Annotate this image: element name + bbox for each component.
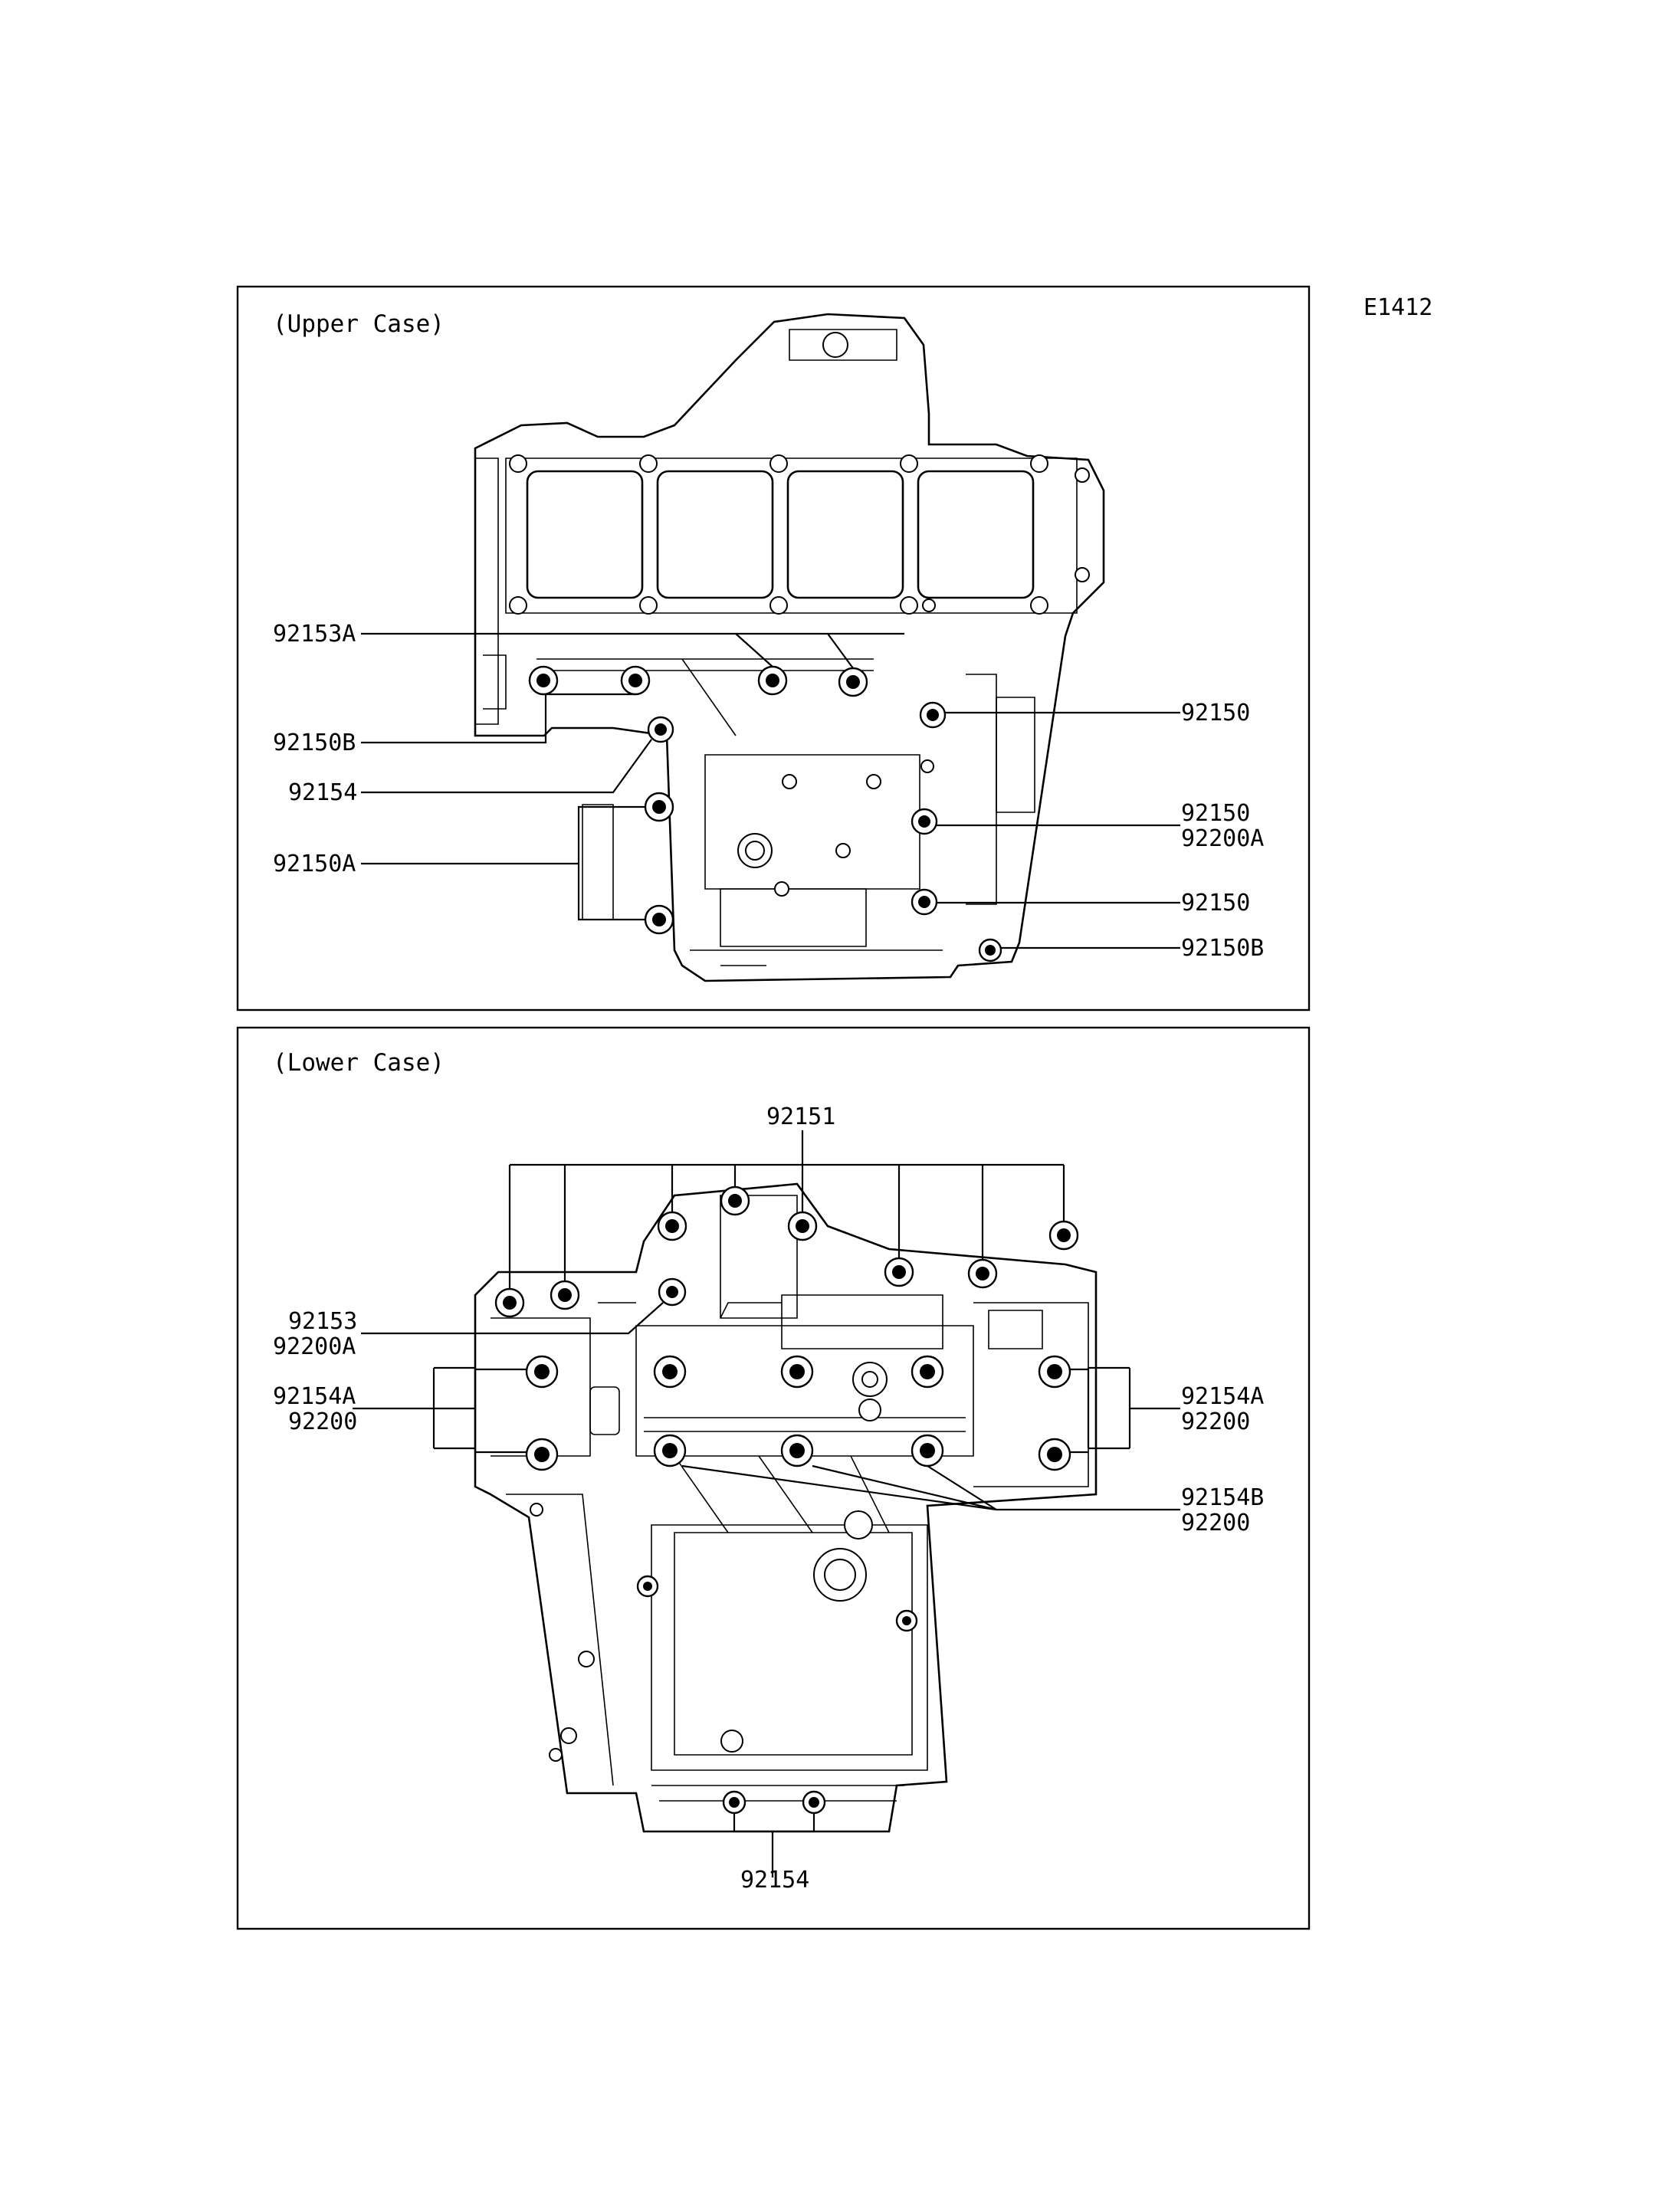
- bolt-92150B-c: [978, 938, 1002, 962]
- bolt-92154B-4: [653, 1434, 687, 1467]
- bolt-92150-c: [911, 888, 938, 916]
- bolt-92154A-l2: [525, 1438, 559, 1471]
- bolt-92154: [647, 716, 674, 743]
- label-92150B-right: 92150B: [1181, 935, 1264, 962]
- bolt-92151-1: [494, 1287, 525, 1318]
- upper-case-panel: (Upper Case): [236, 285, 1311, 1012]
- bolt-92154-a: [722, 1790, 746, 1815]
- bolt-92154-mid: [636, 1575, 659, 1598]
- lower-case-bolts: [494, 1185, 1079, 1815]
- bolt-92154B-2: [780, 1355, 814, 1389]
- label-92150-low: 92150: [1181, 890, 1250, 917]
- bolt-92154B-5: [780, 1434, 814, 1467]
- bolt-92151-5: [787, 1211, 818, 1241]
- lower-crankcase-drawing: [474, 1182, 1098, 1833]
- bolt-92150A-a: [644, 792, 674, 822]
- bolt-92153: [658, 1277, 687, 1307]
- bolt-92150A-b: [644, 904, 674, 935]
- diagram-code: E1412: [1363, 294, 1432, 321]
- cylinder-bore-2: [656, 470, 774, 599]
- label-92200-lower: 92200: [1181, 1510, 1250, 1536]
- bolt-92153A-b: [838, 667, 868, 697]
- label-92154-bottom: 92154: [740, 1867, 809, 1894]
- label-92150-mid: 92150: [1181, 800, 1250, 827]
- label-92150-top: 92150: [1181, 700, 1250, 726]
- label-92154: 92154: [288, 779, 357, 806]
- bolt-92151-4: [720, 1185, 750, 1216]
- label-92154A-left: 92154A: [273, 1383, 356, 1410]
- bolt-92154A-r2: [1038, 1438, 1071, 1471]
- label-92200-left: 92200: [288, 1408, 357, 1435]
- lower-case-panel: (Lower Case): [236, 1026, 1311, 1930]
- upper-case-leaders: [361, 632, 1180, 949]
- bolt-92151-7: [967, 1258, 998, 1289]
- label-92200A: 92200A: [1181, 825, 1264, 852]
- label-92200-right: 92200: [1181, 1408, 1250, 1435]
- cylinder-bore-1: [526, 470, 644, 599]
- bolt-92151-3: [657, 1211, 687, 1241]
- cylinder-bore-4: [917, 470, 1035, 599]
- bolt-92154B-3: [911, 1355, 944, 1389]
- bolt-92154-right: [895, 1609, 918, 1632]
- label-92150A: 92150A: [273, 851, 356, 877]
- label-92154B: 92154B: [1181, 1484, 1264, 1511]
- bolt-92150B-b: [620, 665, 651, 696]
- bolt-92154-b: [802, 1790, 826, 1815]
- bolt-92151-6: [884, 1257, 914, 1287]
- label-92150B-left: 92150B: [273, 730, 356, 756]
- lower-case-leaders: [353, 1130, 1180, 1877]
- label-92153A: 92153A: [273, 621, 356, 648]
- lower-case-title: (Lower Case): [273, 1049, 445, 1077]
- bolt-92154B-1: [653, 1355, 687, 1389]
- bolt-92154A-l1: [525, 1355, 559, 1389]
- upper-case-bolts: [528, 665, 1002, 962]
- bolt-92153A-a: [757, 665, 788, 696]
- upper-case-title: (Upper Case): [273, 310, 445, 338]
- cylinder-bore-3: [786, 470, 904, 599]
- bolt-92150-b: [911, 808, 938, 835]
- label-92153: 92153: [288, 1308, 357, 1335]
- label-92154A-right: 92154A: [1181, 1383, 1264, 1410]
- upper-case-labels: 92153A 92150B 92154 92150A 92150 92150 9…: [273, 621, 1264, 962]
- bolt-92154A-r1: [1038, 1355, 1071, 1389]
- lower-case-labels: 92151 92153 92200A 92154A 92200 92154A 9…: [273, 1103, 1264, 1894]
- label-92151: 92151: [766, 1103, 835, 1130]
- label-92200A: 92200A: [273, 1333, 356, 1360]
- bolt-92154B-6: [911, 1434, 944, 1467]
- bolt-92150B-a: [528, 665, 559, 696]
- upper-crankcase-drawing: [474, 313, 1105, 982]
- bolt-92151-8: [1048, 1220, 1079, 1251]
- head-bolt-holes: [509, 454, 1090, 615]
- bolt-92150-a: [919, 701, 947, 729]
- bolt-92151-2: [550, 1280, 580, 1310]
